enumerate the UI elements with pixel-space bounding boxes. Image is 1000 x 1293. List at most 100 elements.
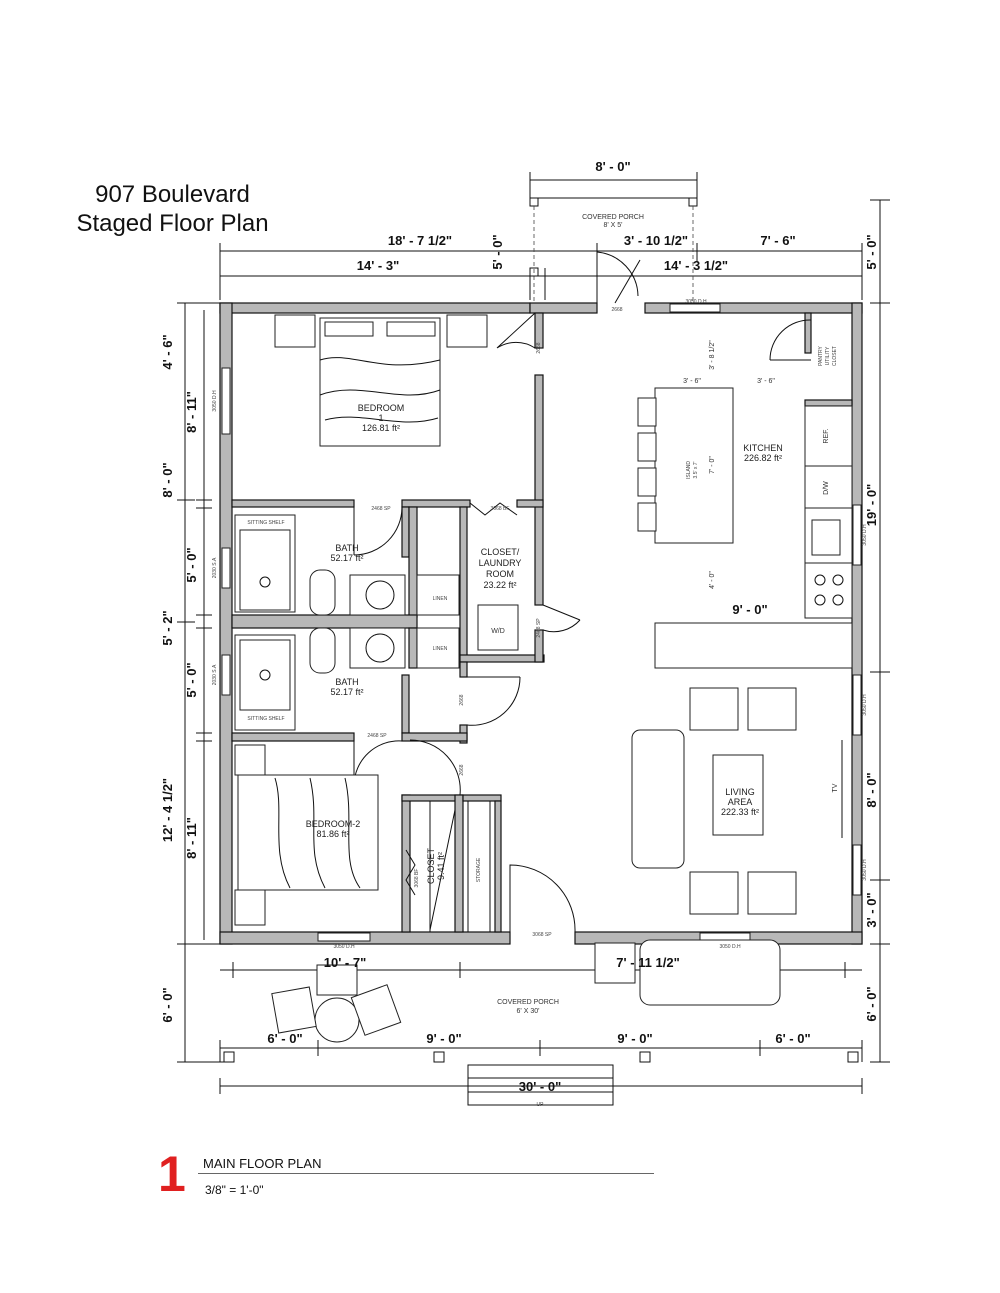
dim-island-7-0: 7' - 0" bbox=[709, 456, 716, 474]
dw-label: D/W bbox=[823, 481, 830, 495]
win-3050-kitchen: 3050 D.H bbox=[862, 524, 868, 546]
door-2668-bed1: 2668 bbox=[536, 342, 542, 353]
laundry-l2: LAUNDRY bbox=[479, 558, 522, 568]
dim-kitchen-3-6-b: 3' - 6" bbox=[757, 378, 775, 385]
door-3068-sp: 3068 SP bbox=[532, 932, 552, 938]
dim-right-lower-1: 8' - 0" bbox=[864, 772, 879, 807]
dim-left-outer-3: 5' - 2" bbox=[160, 610, 175, 645]
bedroom1-name: BEDROOM bbox=[358, 403, 405, 413]
dim-top-left-inner: 14' - 3" bbox=[357, 258, 400, 273]
bedroom2-name: BEDROOM-2 bbox=[306, 819, 361, 829]
bath2-name: BATH bbox=[335, 677, 358, 687]
wd-label: W/D bbox=[491, 628, 505, 635]
living-area: 222.33 ft² bbox=[721, 807, 759, 817]
tv-label: TV bbox=[832, 783, 839, 792]
bedroom1-area: 126.81 ft² bbox=[362, 423, 400, 433]
door-2668-hall: 2668 bbox=[459, 694, 465, 705]
front-porch-size: 8' X 5' bbox=[603, 222, 622, 229]
laundry-l3: ROOM bbox=[486, 569, 514, 579]
dim-left-outer-1: 4' - 6" bbox=[160, 334, 175, 369]
dim-porch-width: 8' - 0" bbox=[595, 159, 630, 174]
dim-bottom-upper-right: 7' - 11 1/2" bbox=[616, 955, 679, 970]
dim-left-inner-4: 8' - 11" bbox=[184, 817, 199, 859]
win-3050-bottom: 3050 D.H bbox=[719, 944, 741, 950]
legend-divider bbox=[198, 1173, 654, 1174]
pantry-l2: UTILITY bbox=[825, 346, 831, 365]
plan-title-line1: 907 Boulevard bbox=[95, 181, 250, 208]
dim-top-right: 7' - 6" bbox=[760, 233, 795, 248]
sitting-shelf-2: SITTING SHELF bbox=[247, 716, 284, 722]
win-3050-living: 3050 D.H bbox=[862, 694, 868, 716]
dimension-text: 8' - 0" 18' - 7 1/2" 3' - 10 1/2" 7' - 6… bbox=[160, 159, 879, 1094]
pantry-l3: CLOSET bbox=[832, 346, 838, 366]
kitchen-island bbox=[654, 387, 734, 544]
front-porch bbox=[529, 197, 698, 303]
furniture bbox=[223, 314, 859, 1106]
closet2-name: CLOSET bbox=[426, 847, 436, 884]
door-2468-bath2: 2468 SP bbox=[367, 733, 387, 739]
door-2468-sp-laundry: 2468 SP bbox=[536, 618, 542, 638]
win-3050-bed2: 3050 D.H bbox=[333, 944, 355, 950]
dim-kitchen-3-8: 3' - 8 1/2" bbox=[709, 340, 716, 370]
door-3068-bf: 3068 BF bbox=[491, 506, 510, 512]
dim-kitchen-3-6-a: 3' - 6" bbox=[683, 378, 701, 385]
doors bbox=[353, 259, 812, 933]
dim-left-inner-3: 5' - 0" bbox=[184, 662, 199, 697]
up-label: UP bbox=[537, 1102, 545, 1108]
dim-left-porch: 6' - 0" bbox=[160, 987, 175, 1022]
room-labels: BEDROOM 1 126.81 ft² BATH 52.17 ft² CLOS… bbox=[306, 214, 783, 1015]
rear-porch-name: COVERED PORCH bbox=[497, 999, 559, 1006]
dim-bottom-3: 9' - 0" bbox=[617, 1031, 652, 1046]
plan-title-line2: Staged Floor Plan bbox=[76, 210, 269, 237]
dim-left-outer-4: 12' - 4 1/2" bbox=[160, 778, 175, 842]
dim-right-overall: 19' - 0" bbox=[864, 484, 879, 527]
bath1-name: BATH bbox=[335, 543, 358, 553]
laundry-l1: CLOSET/ bbox=[481, 547, 520, 557]
front-porch-name: COVERED PORCH bbox=[582, 214, 644, 221]
dim-kitchen-width: 9' - 0" bbox=[732, 602, 767, 617]
door-2668-bed2: 2668 bbox=[459, 764, 465, 775]
door-2668-top: 2668 bbox=[611, 307, 622, 313]
dim-left-inner-1: 8' - 11" bbox=[184, 391, 199, 433]
dim-top-mid: 3' - 10 1/2" bbox=[624, 233, 688, 248]
storage-label: STORAGE bbox=[476, 857, 482, 882]
ref-label: REF. bbox=[823, 428, 830, 443]
dim-bottom-2: 9' - 0" bbox=[426, 1031, 461, 1046]
dim-left-inner-2: 5' - 0" bbox=[184, 547, 199, 582]
pantry-l1: PANTRY bbox=[818, 345, 824, 365]
dim-bottom-1: 6' - 0" bbox=[267, 1031, 302, 1046]
island-l2: 3.5' x 7' bbox=[693, 461, 699, 478]
laundry-area: 23.22 ft² bbox=[483, 580, 516, 590]
dim-top-right-inner: 14' - 3 1/2" bbox=[664, 258, 728, 273]
linen-1: LINEN bbox=[433, 596, 448, 602]
island-l1: ISLAND bbox=[686, 461, 692, 479]
legend-scale: 3/8" = 1'-0" bbox=[205, 1183, 264, 1197]
door-3068-bf-closet: 3068 BF bbox=[414, 869, 420, 888]
kitchen-area: 226.82 ft² bbox=[744, 453, 782, 463]
dim-bottom-overall: 30' - 0" bbox=[519, 1079, 562, 1094]
bed-2 bbox=[237, 774, 379, 891]
dim-top-left-overall: 18' - 7 1/2" bbox=[388, 233, 452, 248]
win-3050-living2: 3050 D.H bbox=[862, 859, 868, 881]
interior-walls bbox=[231, 312, 853, 933]
win-3050-top: 3050 D.H bbox=[685, 299, 707, 305]
dim-right-porch: 6' - 0" bbox=[864, 986, 879, 1021]
rear-porch-size: 6' X 30' bbox=[517, 1008, 540, 1015]
closet2-area: 9.41 ft² bbox=[436, 852, 446, 880]
bath1-area: 52.17 ft² bbox=[330, 553, 363, 563]
dim-porch-depth-right: 5' - 0" bbox=[864, 234, 879, 269]
win-2030-bath1: 2030 S.A bbox=[212, 557, 218, 578]
dim-bottom-4: 6' - 0" bbox=[775, 1031, 810, 1046]
win-3050-left: 3050 D.H bbox=[212, 390, 218, 412]
win-2030-bath2: 2030 S.A bbox=[212, 664, 218, 685]
kitchen-name: KITCHEN bbox=[743, 443, 783, 453]
door-2468-bath1: 2468 SP bbox=[371, 506, 391, 512]
linen-2: LINEN bbox=[433, 646, 448, 652]
bath2-area: 52.17 ft² bbox=[330, 687, 363, 697]
dim-left-outer-2: 8' - 0" bbox=[160, 462, 175, 497]
dim-right-lower-2: 3' - 0" bbox=[864, 892, 879, 927]
bed-1 bbox=[319, 317, 441, 447]
fixture-labels: PANTRY UTILITY CLOSET REF. D/W TV ISLAND… bbox=[212, 299, 868, 1108]
legend-number: 1 bbox=[158, 1146, 186, 1202]
